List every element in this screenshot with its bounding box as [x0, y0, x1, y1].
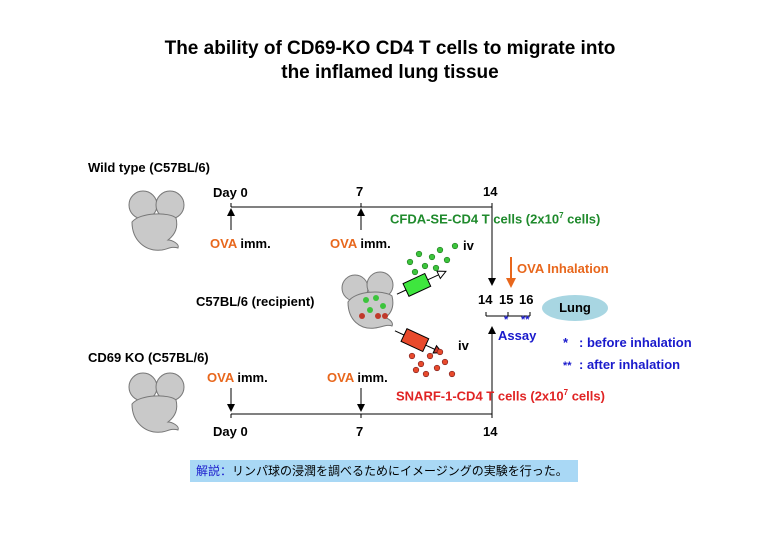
snarf-cells-label: SNARF-1-CD4 T cells (2x107 cells)	[396, 388, 605, 404]
assay-star-single: *	[504, 314, 509, 326]
ko-mouse-icon	[128, 372, 185, 433]
legend-single: *: before inhalation	[563, 335, 692, 350]
top-day14-label: 14	[483, 184, 498, 199]
assay-star-double: **	[521, 314, 530, 326]
legend-double: **: after inhalation	[563, 357, 681, 372]
top-ova-imm-day7: OVA imm.	[330, 236, 391, 251]
lung-badge: Lung	[542, 295, 608, 321]
ova-inhalation-label: OVA Inhalation	[517, 261, 609, 276]
wild-type-label: Wild type (C57BL/6)	[88, 160, 210, 175]
assay-label: Assay	[498, 328, 537, 343]
ko-label: CD69 KO (C57BL/6)	[88, 350, 209, 365]
top-ova-imm-day0: OVA imm.	[210, 236, 271, 251]
bottom-ova-imm-day7: OVA imm.	[327, 370, 388, 385]
green-cell-dots	[406, 242, 459, 276]
recipient-label: C57BL/6 (recipient)	[196, 294, 315, 309]
top-day0-label: Day 0	[213, 185, 248, 200]
wild-type-mouse-icon	[128, 190, 185, 251]
assay-day15: 15	[499, 292, 514, 307]
top-day7-label: 7	[356, 184, 364, 199]
note-text: リンパ球の浸潤を調べるためにイメージングの実験を行った。	[232, 464, 568, 478]
assay-day14: 14	[478, 292, 493, 307]
bottom-timeline	[227, 326, 496, 418]
title-line-2: the inflamed lung tissue	[281, 62, 499, 83]
cfda-cells-label: CFDA-SE-CD4 T cells (2x107 cells)	[390, 211, 601, 227]
assay-day16: 16	[519, 292, 534, 307]
title-line-1: The ability of CD69-KO CD4 T cells to mi…	[164, 38, 616, 59]
assay-day-scale	[485, 312, 531, 317]
green-syringe-icon	[396, 270, 447, 298]
iv-bottom-label: iv	[458, 338, 469, 353]
iv-top-label: iv	[463, 238, 474, 253]
note-key: 解説：	[196, 464, 233, 478]
bottom-ova-imm-day0: OVA imm.	[207, 370, 268, 385]
bottom-day14-label: 14	[483, 424, 498, 439]
red-cell-dots	[408, 348, 456, 378]
top-timeline	[227, 203, 496, 286]
bottom-day0-label: Day 0	[213, 424, 248, 439]
explanation-note: 解説：リンパ球の浸潤を調べるためにイメージングの実験を行った。	[190, 460, 578, 482]
bottom-day7-label: 7	[356, 424, 364, 439]
recipient-mouse-icon	[341, 271, 394, 329]
red-syringe-icon	[394, 327, 444, 354]
